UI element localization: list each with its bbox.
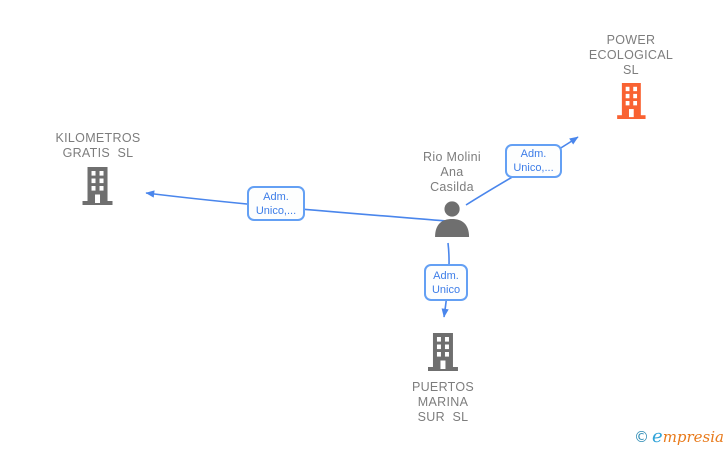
building-icon [427, 333, 458, 376]
node-label-person: Rio Molini Ana Casilda [423, 150, 481, 194]
edge-label-person-to-power[interactable]: Adm. Unico,... [505, 144, 562, 178]
copyright-icon: © [634, 428, 650, 446]
empresia-watermark[interactable]: ©empresia [634, 427, 724, 448]
node-label-puertos: PUERTOS MARINA SUR SL [411, 380, 475, 424]
node-label-power: POWER ECOLOGICAL SL [588, 33, 674, 77]
node-label-kilometros: KILOMETROS GRATIS SL [55, 131, 141, 160]
edge-label-person-to-kilometros[interactable]: Adm. Unico,... [247, 186, 305, 221]
empresia-logo-text: mpresia [662, 428, 724, 446]
empresia-logo-initial: e [652, 426, 663, 447]
node-person-rio-molini[interactable]: Rio Molini Ana Casilda [423, 150, 481, 242]
node-kilometros-gratis[interactable]: KILOMETROS GRATIS SL [56, 131, 141, 210]
node-puertos-marina[interactable]: PUERTOS MARINA SUR SL [412, 333, 474, 425]
building-icon [616, 83, 646, 124]
building-icon [83, 167, 113, 210]
edge-label-person-to-puertos[interactable]: Adm. Unico [424, 264, 468, 301]
person-icon [432, 201, 472, 242]
node-power-ecological[interactable]: POWER ECOLOGICAL SL [589, 33, 673, 124]
